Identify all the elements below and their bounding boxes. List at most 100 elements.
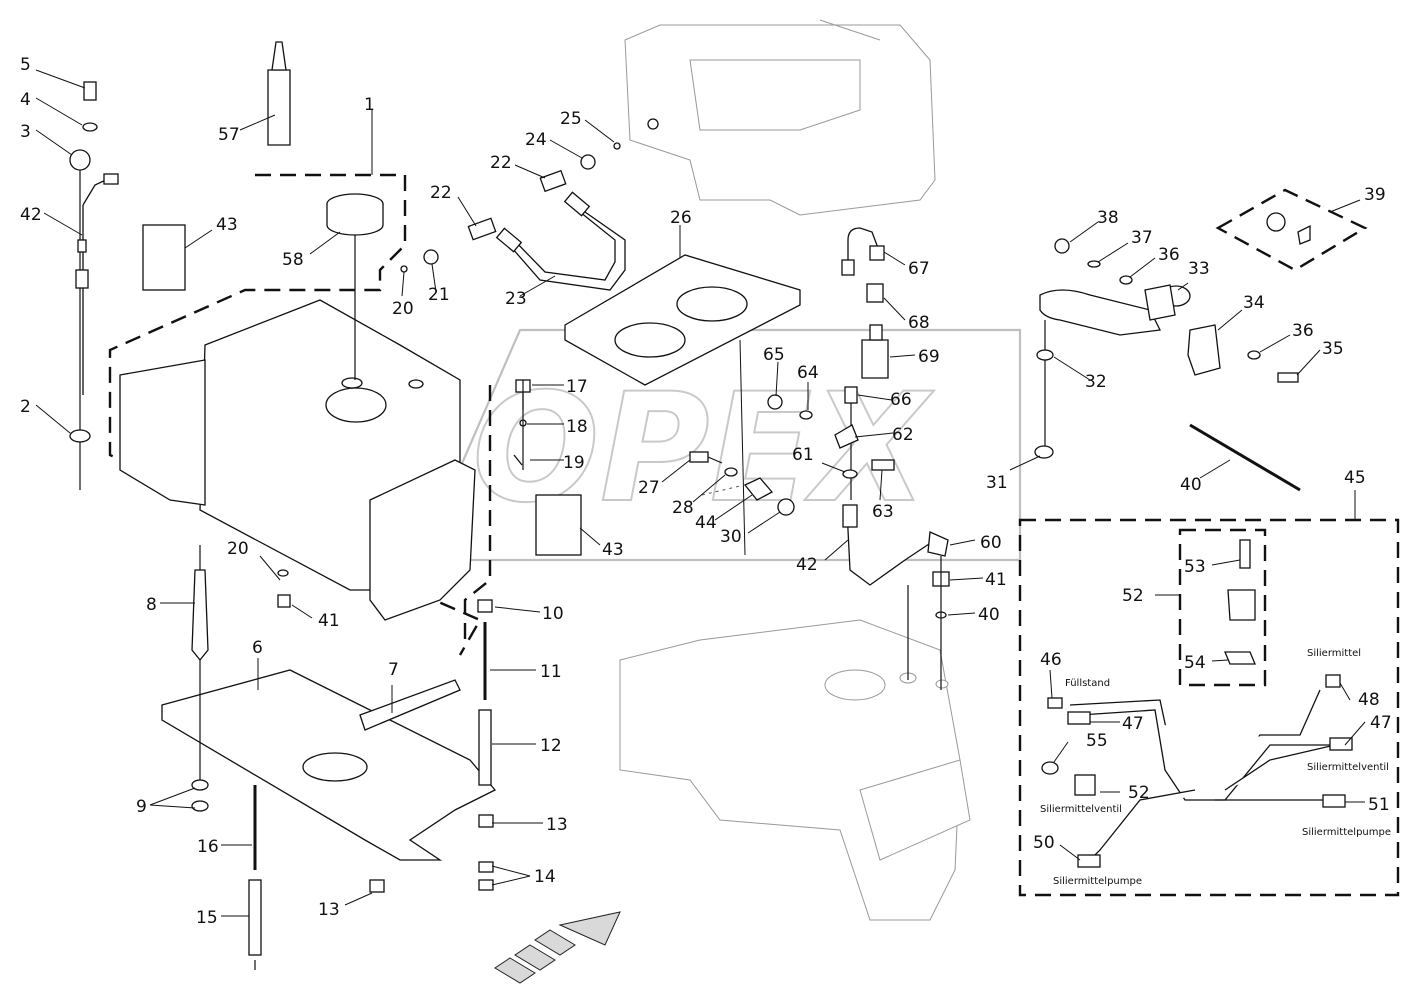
tank-body bbox=[119, 299, 476, 621]
callout-17: 17 bbox=[566, 377, 588, 397]
callout-34: 34 bbox=[1243, 293, 1265, 313]
cable-tie bbox=[1189, 423, 1301, 492]
callout-7: 7 bbox=[388, 660, 399, 680]
callout-35: 35 bbox=[1322, 339, 1344, 359]
callout-8: 8 bbox=[146, 595, 157, 615]
callout-43: 40 bbox=[1180, 475, 1202, 495]
callout-22b: 22 bbox=[490, 153, 512, 173]
hose-assembly bbox=[400, 118, 659, 291]
callout-54b: 52 bbox=[1128, 783, 1150, 803]
label-plate-46a bbox=[142, 224, 186, 291]
callout-22a: 22 bbox=[430, 183, 452, 203]
callout-45: 42 bbox=[20, 205, 42, 225]
valve-group-60-69 bbox=[767, 227, 950, 690]
callout-62: 62 bbox=[892, 425, 914, 445]
callout-12: 12 bbox=[540, 736, 562, 756]
callout-32: 32 bbox=[1085, 372, 1107, 392]
callout-46a: 43 bbox=[216, 215, 238, 235]
callout-64: 64 bbox=[797, 363, 819, 383]
callout-25: 25 bbox=[560, 109, 582, 129]
leader-lines bbox=[35, 69, 1366, 917]
callout-44: 41 bbox=[318, 611, 340, 631]
callout-59: 58 bbox=[282, 250, 304, 270]
callout-15: 15 bbox=[196, 908, 218, 928]
callout-21: 21 bbox=[428, 285, 450, 305]
callout-20a: 20 bbox=[392, 299, 414, 319]
callout-10: 10 bbox=[542, 604, 564, 624]
cap-group-39 bbox=[1215, 188, 1368, 272]
callout-33: 33 bbox=[1188, 259, 1210, 279]
part-callouts: 5 4 3 42 2 1 57 43 58 20 21 22 22 24 25 … bbox=[20, 55, 1392, 928]
callout-23: 23 bbox=[505, 289, 527, 309]
callout-50b: 47 bbox=[1370, 713, 1392, 733]
callout-13b: 13 bbox=[318, 900, 340, 920]
callout-20b: 20 bbox=[227, 539, 249, 559]
callout-39: 39 bbox=[1364, 185, 1386, 205]
label-plate-46b bbox=[535, 494, 582, 556]
label-siliermittel: Siliermittel bbox=[1307, 648, 1361, 659]
mounting-plate bbox=[161, 545, 497, 970]
label-siliermittelpumpe-right: Siliermittelpumpe bbox=[1302, 827, 1391, 838]
callout-58: 57 bbox=[218, 125, 240, 145]
callout-9: 9 bbox=[136, 797, 147, 817]
callout-46b: 43 bbox=[602, 540, 624, 560]
callout-36a: 36 bbox=[1158, 245, 1180, 265]
callout-66: 66 bbox=[890, 390, 912, 410]
callout-65: 65 bbox=[763, 345, 785, 365]
callout-51: 48 bbox=[1358, 690, 1380, 710]
callout-19: 19 bbox=[563, 453, 585, 473]
label-siliermittelventil-left: Siliermittelventil bbox=[1040, 804, 1122, 815]
callout-11: 11 bbox=[540, 662, 562, 682]
callout-30: 30 bbox=[720, 527, 742, 547]
callout-40: 40 bbox=[978, 605, 1000, 625]
background-machine-top bbox=[624, 19, 936, 216]
tank-lid bbox=[326, 193, 384, 380]
callout-67: 67 bbox=[908, 259, 930, 279]
callout-48: 45 bbox=[1344, 468, 1366, 488]
callout-18: 18 bbox=[566, 417, 588, 437]
callout-27: 27 bbox=[638, 478, 660, 498]
label-siliermittelventil-right: Siliermittelventil bbox=[1307, 762, 1389, 773]
callout-41: 41 bbox=[985, 570, 1007, 590]
level-sensor bbox=[69, 81, 119, 490]
callout-38: 38 bbox=[1097, 208, 1119, 228]
callout-56: 54 bbox=[1184, 653, 1206, 673]
callout-3: 3 bbox=[20, 122, 31, 142]
tube-bracket-group-31-38 bbox=[1034, 238, 1299, 459]
mounting-group-27-30 bbox=[689, 451, 795, 516]
callout-16: 16 bbox=[197, 837, 219, 857]
callout-55: 53 bbox=[1184, 557, 1206, 577]
callout-42: 42 bbox=[796, 555, 818, 575]
callout-24: 24 bbox=[525, 130, 547, 150]
callout-49: 46 bbox=[1040, 650, 1062, 670]
direction-arrow bbox=[494, 911, 621, 984]
callout-31: 31 bbox=[986, 473, 1008, 493]
callout-47: 44 bbox=[695, 513, 717, 533]
background-tank-lower bbox=[619, 619, 971, 921]
wiring-harness-box bbox=[1018, 518, 1400, 897]
callout-60: 60 bbox=[980, 533, 1002, 553]
callout-52: 50 bbox=[1033, 833, 1055, 853]
callout-28: 28 bbox=[672, 498, 694, 518]
callout-68: 68 bbox=[908, 313, 930, 333]
callout-36b: 36 bbox=[1292, 321, 1314, 341]
callout-63: 63 bbox=[872, 502, 894, 522]
callout-57: 55 bbox=[1086, 731, 1108, 751]
callout-5: 5 bbox=[20, 55, 31, 75]
label-fuellstand: Füllstand bbox=[1065, 678, 1110, 689]
screw-group-17-19 bbox=[513, 379, 531, 470]
callout-61: 61 bbox=[792, 445, 814, 465]
callout-4: 4 bbox=[20, 90, 31, 110]
callout-69: 69 bbox=[918, 347, 940, 367]
sealant-cartridge bbox=[267, 41, 291, 146]
callout-54a: 52 bbox=[1122, 586, 1144, 606]
callout-50a: 47 bbox=[1122, 714, 1144, 734]
callout-2: 2 bbox=[20, 397, 31, 417]
drip-tray bbox=[564, 254, 801, 386]
callout-1: 1 bbox=[364, 95, 375, 115]
callout-26: 26 bbox=[670, 208, 692, 228]
callout-14: 14 bbox=[534, 867, 556, 887]
callout-53: 51 bbox=[1368, 795, 1390, 815]
callout-6: 6 bbox=[252, 638, 263, 658]
